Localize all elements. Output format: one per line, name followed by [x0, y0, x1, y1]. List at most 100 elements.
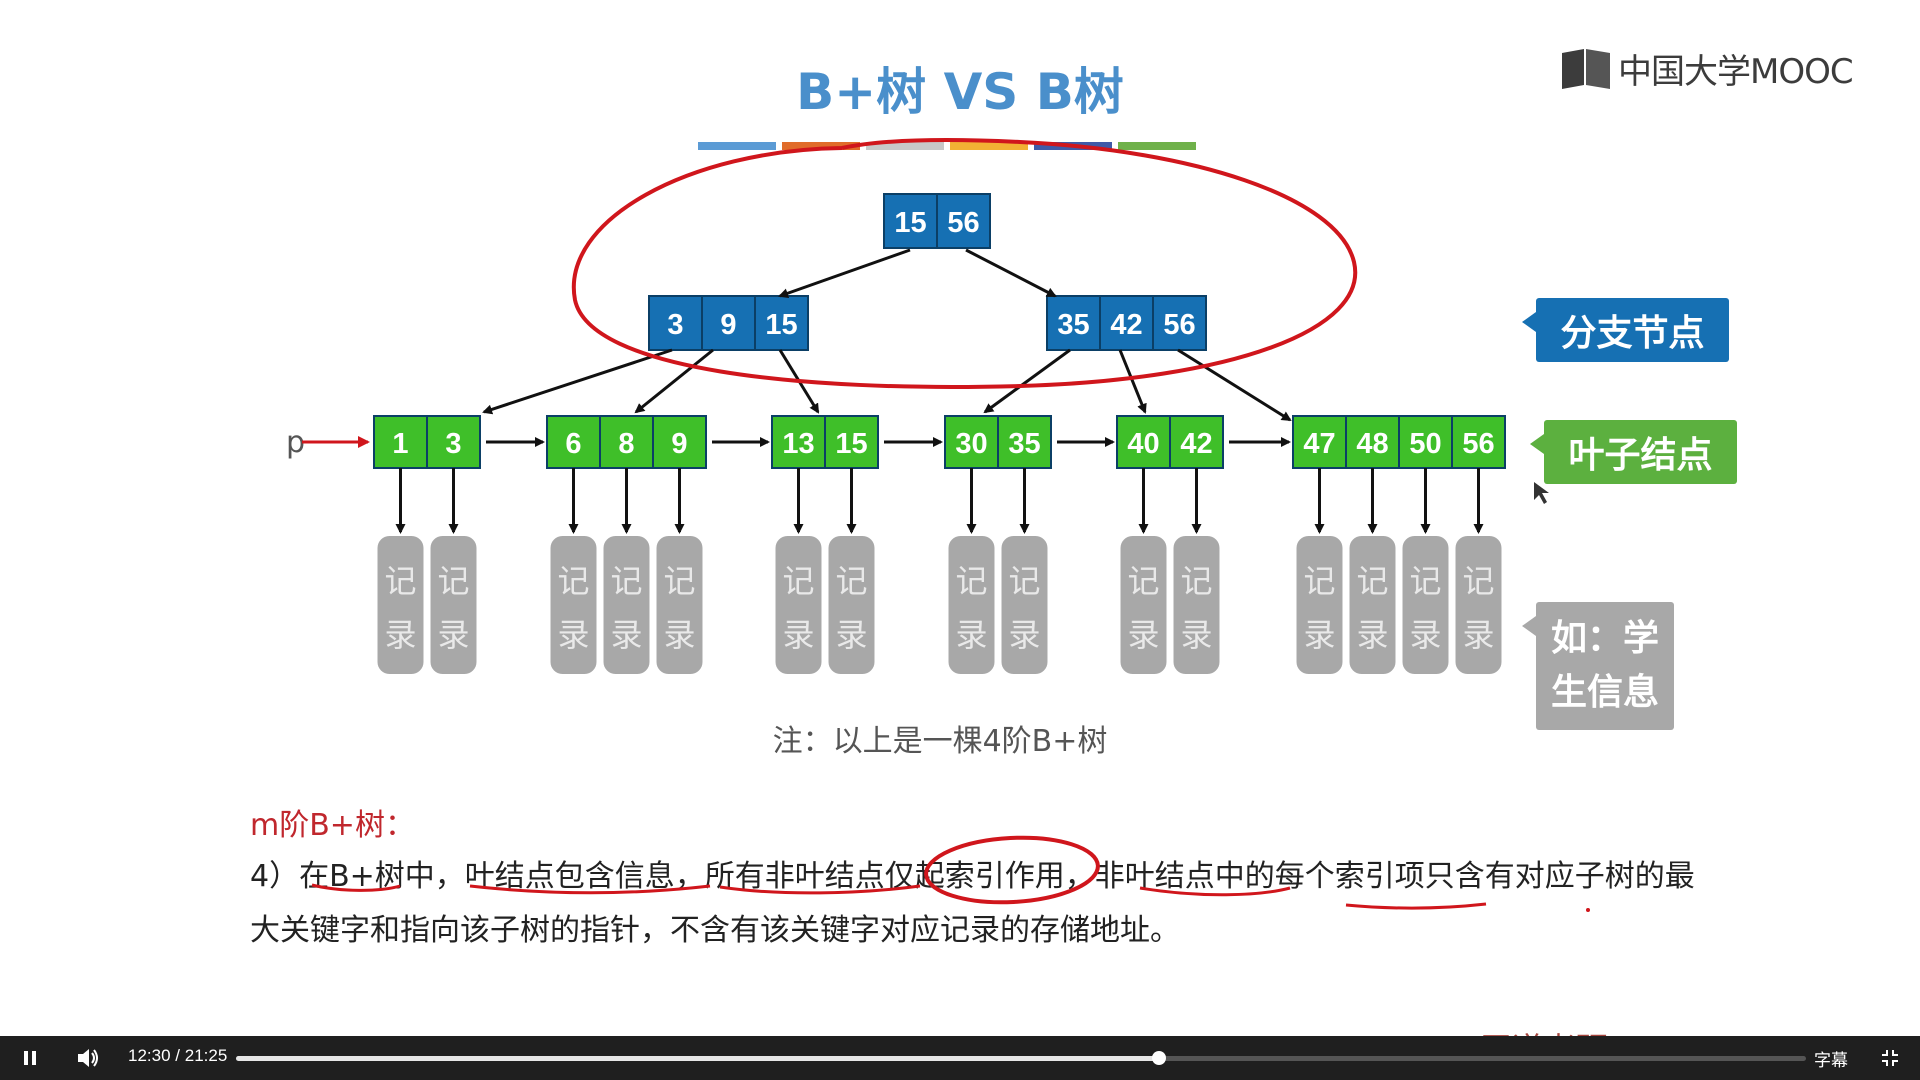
volume-icon	[78, 1049, 98, 1067]
progress-track[interactable]	[236, 1051, 1806, 1065]
tree-note: 注：以上是一棵4阶B+树	[772, 724, 1108, 759]
record-label-1: 记	[835, 562, 867, 600]
pause-button[interactable]	[16, 1044, 44, 1072]
record-block	[1349, 536, 1396, 674]
root-node-cell	[936, 193, 991, 249]
record-label-2: 录	[955, 616, 987, 654]
volume-button[interactable]	[74, 1044, 102, 1072]
branch-node-key: 42	[1110, 309, 1142, 341]
leaf-node-cell	[1116, 415, 1171, 469]
record-block	[1001, 536, 1048, 674]
record-label-1: 记	[782, 562, 814, 600]
record-label-2: 录	[1127, 616, 1159, 654]
m-order-heading: m阶B+树：	[250, 808, 415, 843]
record-label-1: 记	[610, 562, 642, 600]
record-label-2: 录	[1303, 616, 1335, 654]
leaf-node-tag: 叶子结点	[1530, 420, 1737, 484]
video-player-bar: 12:30 / 21:25 字幕	[0, 1036, 1920, 1080]
branch-node-key: 56	[1163, 309, 1195, 341]
branch-to-leaf-arrow	[1118, 349, 1147, 414]
definition-paragraph: 4）在B+树中，叶结点包含信息，所有非叶结点仅起索引作用，非叶结点中的每个索引项…	[250, 859, 1695, 948]
record-label-2: 录	[1409, 616, 1441, 654]
cursor-icon	[1534, 482, 1549, 504]
record-label-2: 录	[557, 616, 589, 654]
leaf-node-cell	[599, 415, 654, 469]
leaf-node-key: 3	[445, 428, 461, 460]
branch-node-cell	[1046, 295, 1101, 351]
pointer-label: p	[286, 425, 305, 460]
record-block	[1402, 536, 1449, 674]
leaf-node-cell	[1292, 415, 1347, 469]
title-color-bar	[866, 142, 944, 150]
branch-node-cell	[701, 295, 756, 351]
record-label-1: 记	[955, 562, 987, 600]
branch-node-key: 35	[1057, 309, 1089, 341]
branch-node-tag: 分支节点	[1522, 298, 1729, 362]
subtitle-button[interactable]: 字幕	[1814, 1051, 1848, 1071]
record-example-tag: 如：学 生信息	[1522, 602, 1674, 730]
root-to-branch-arrow	[965, 248, 1057, 298]
record-label-2: 录	[835, 616, 867, 654]
record-label-1: 记	[1127, 562, 1159, 600]
record-label-1: 记	[557, 562, 589, 600]
leaf-node-key: 13	[782, 428, 814, 460]
record-block	[948, 536, 995, 674]
record-label-1: 记	[1303, 562, 1335, 600]
title-color-bar	[950, 142, 1028, 150]
leaf-node-cell	[426, 415, 481, 469]
time-display: 12:30 / 21:25	[128, 1046, 227, 1066]
root-node-key: 15	[894, 207, 926, 239]
leaf-node-cell	[997, 415, 1052, 469]
time-separator: /	[175, 1046, 181, 1065]
current-time: 12:30	[128, 1046, 171, 1065]
record-block	[1296, 536, 1343, 674]
record-label-1: 记	[437, 562, 469, 600]
leaf-node-cell	[1345, 415, 1400, 469]
record-label-1: 记	[384, 562, 416, 600]
record-example-line-1: 如：学	[1550, 618, 1659, 659]
record-label-1: 记	[1356, 562, 1388, 600]
progress-thumb[interactable]	[1152, 1051, 1167, 1065]
leaf-node-key: 56	[1462, 428, 1494, 460]
record-block	[603, 536, 650, 674]
record-label-2: 录	[1008, 616, 1040, 654]
record-example-line-2: 生信息	[1550, 672, 1659, 713]
record-label-2: 录	[1356, 616, 1388, 654]
leaf-node-cell	[1169, 415, 1224, 469]
branch-node-key: 15	[765, 309, 797, 341]
leaf-node-key: 1	[392, 428, 408, 460]
slide-title: B+树 VS B树	[796, 63, 1124, 121]
mooc-logo: 中国大学MOOC	[1560, 44, 1854, 93]
exit-fullscreen-button[interactable]	[1876, 1044, 1904, 1072]
leaf-node-key: 35	[1008, 428, 1040, 460]
leaf-node-cell	[1451, 415, 1506, 469]
title-color-bar	[782, 142, 860, 150]
record-block	[1173, 536, 1220, 674]
record-label-2: 录	[384, 616, 416, 654]
leaf-node-key: 47	[1303, 428, 1335, 460]
title-color-bar	[1118, 142, 1196, 150]
root-to-branch-arrow	[778, 248, 911, 299]
branch-node-cell	[648, 295, 703, 351]
leaf-node-key: 30	[955, 428, 987, 460]
leaf-node-key: 50	[1409, 428, 1441, 460]
record-label-1: 记	[1409, 562, 1441, 600]
branch-node-key: 3	[667, 309, 683, 341]
leaf-node-key: 40	[1127, 428, 1159, 460]
progress-fill	[236, 1056, 1160, 1061]
record-block	[1120, 536, 1167, 674]
record-label-1: 记	[1008, 562, 1040, 600]
record-label-2: 录	[1180, 616, 1212, 654]
leaf-node-cell	[546, 415, 601, 469]
leaf-node-cell	[373, 415, 428, 469]
exit-fullscreen-icon	[1882, 1050, 1898, 1066]
book-logo-icon	[1562, 48, 1610, 89]
record-block	[550, 536, 597, 674]
root-node-key: 56	[947, 207, 979, 239]
annotation-ellipse	[571, 138, 1358, 389]
record-label-1: 记	[1180, 562, 1212, 600]
leaf-node-cell	[944, 415, 999, 469]
pause-icon	[24, 1051, 36, 1065]
